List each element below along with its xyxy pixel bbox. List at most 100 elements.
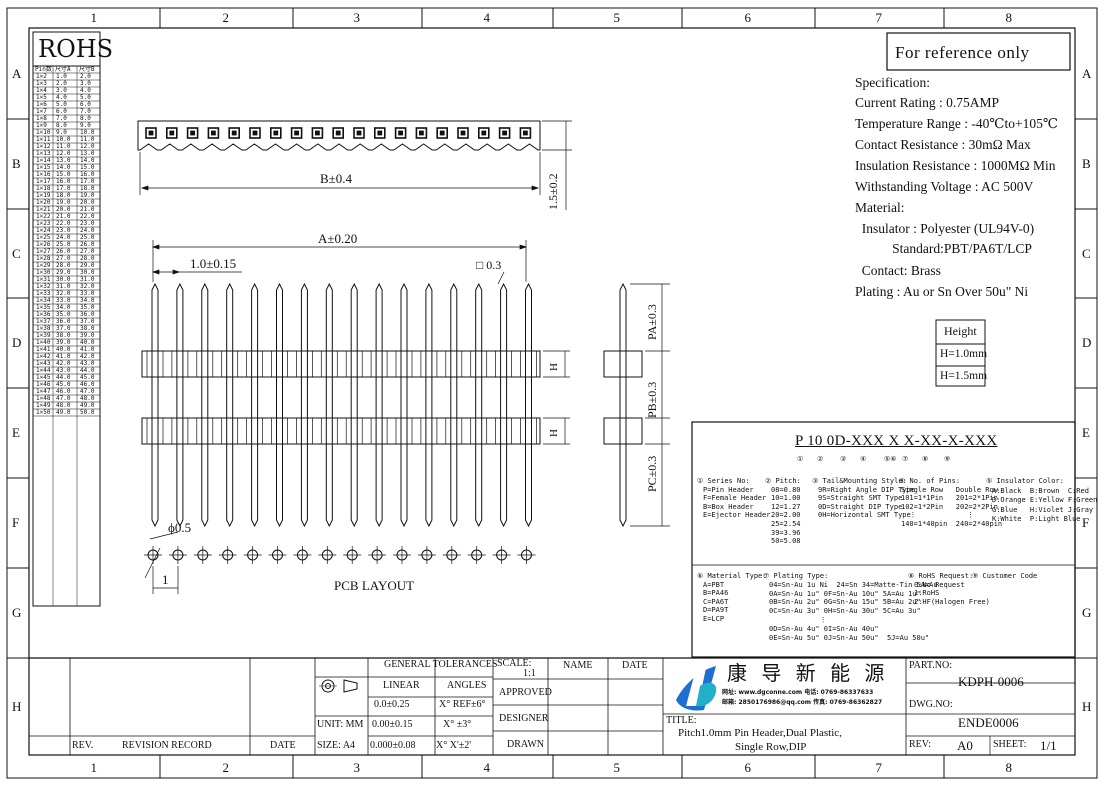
rohs-cell: 49.0: [80, 401, 95, 409]
rohs-cell: 34.0: [80, 296, 95, 304]
pin-post: [276, 282, 283, 528]
rohs-cell: 27.0: [80, 247, 95, 255]
rohs-cell: 1×34: [36, 296, 51, 304]
rohs-cell: 42.0: [80, 352, 95, 360]
rohs-cell: 50.0: [80, 408, 95, 416]
legend-insulator-item: K:White P:Light Blue: [992, 515, 1081, 523]
legend-material-item: B=PA46: [703, 589, 729, 598]
sheet-label: SHEET:: [993, 739, 1027, 750]
row-index-left: H: [12, 698, 22, 714]
tolerance-linear-3: 0.000±0.08: [370, 740, 416, 751]
rohs-cell: 1×27: [36, 247, 51, 255]
company-web: 网址: www.dgconne.com 电话: 0769-86337633: [722, 689, 874, 696]
rohs-cell: 1×15: [36, 163, 51, 171]
rohs-cell: 4.0: [80, 86, 91, 94]
rohs-cell: 45.0: [56, 380, 71, 388]
part-code-marker: ④: [860, 455, 867, 463]
legend-tail-item: 9R=Right Angle DIP Type: [818, 485, 915, 494]
legend-pins-item: ⋮ ⋮: [901, 511, 975, 520]
pin-post: [251, 282, 259, 528]
top-view-pin-hole: [398, 130, 404, 136]
company-mail: 邮箱: 2850176986@qq.com 传真: 0769-86362827: [722, 699, 883, 706]
legend-pins-item: 140=1*40pin 240=2*40pin: [901, 520, 1003, 528]
scale-label: SCALE:: [497, 658, 532, 669]
pin-post: [201, 282, 209, 528]
row-index-right: D: [1082, 335, 1092, 350]
height-row-2: H=1.5mm: [940, 370, 988, 382]
top-view-pin-square: [311, 127, 324, 139]
rohs-cell: 30.0: [80, 268, 95, 276]
rohs-cell: 19.0: [80, 191, 95, 199]
rohs-cell: 1×32: [36, 282, 51, 290]
rohs-cell: 1×13: [36, 149, 51, 157]
legend-series-item: E=Ejector Header: [703, 511, 771, 520]
legend-pins-title: ④ No. of Pins:: [899, 477, 961, 485]
top-view-pin-square: [207, 127, 220, 139]
rohs-cell: 1×33: [36, 289, 51, 297]
top-view-pin-square: [290, 127, 303, 139]
dwg-no-value: ENDE0006: [958, 715, 1019, 730]
column-index-top: 2: [222, 10, 230, 25]
rohs-cell: 18.0: [80, 184, 95, 192]
legend-plating-item: 0C=Sn-Au 3u" 0H=Sn-Au 30u" 5C=Au 3u": [769, 607, 921, 616]
rohs-cell: 24.0: [80, 226, 95, 234]
top-view-pin-square: [353, 127, 365, 139]
rohs-cell: 40.0: [56, 345, 71, 353]
height-row-1: H=1.0mm: [940, 348, 988, 360]
drawn-label: DRAWN: [507, 739, 544, 750]
title-line-1: Pitch1.0mm Pin Header,Dual Plastic,: [678, 727, 842, 739]
column-index-top: 7: [875, 10, 883, 25]
rohs-cell: 49.0: [56, 408, 71, 416]
rohs-cell: 33.0: [80, 289, 95, 297]
rohs-header: 尺寸B: [79, 66, 95, 73]
spec-line: Plating : Au or Sn Over 50u" Ni: [855, 284, 1029, 299]
spec-line: Insulation Resistance : 1000MΩ Min: [855, 158, 1056, 173]
rohs-cell: 1×21: [36, 205, 51, 213]
rohs-cell: 1×38: [36, 324, 51, 332]
rohs-cell: 1×5: [36, 93, 47, 101]
legend-pins-item: 101=1*1Pin 201=2*1Pin: [901, 494, 998, 503]
top-view-pin-hole: [252, 130, 258, 136]
rohs-cell: 1×31: [36, 275, 51, 283]
rohs-cell: 6.0: [80, 100, 91, 108]
rohs-cell: 1×19: [36, 191, 51, 199]
rohs-cell: 1×17: [36, 177, 51, 185]
legend-rohs-item: 1:RoHS: [914, 589, 940, 598]
dwg-no-label: DWG.NO:: [909, 699, 953, 710]
column-index-bottom: 8: [1005, 760, 1013, 775]
hole-leader: [149, 531, 179, 540]
spec-line: Material:: [855, 200, 905, 215]
a-arrow-left: [151, 244, 160, 250]
top-view-pin-hole: [377, 130, 383, 136]
rohs-cell: 20.0: [80, 198, 95, 206]
rohs-cell: 23.0: [56, 226, 71, 234]
rohs-cell: 37.0: [56, 324, 71, 332]
legend-tail-title: ③ Tail&Mounting Style:: [812, 477, 907, 485]
row-index-right: F: [1082, 515, 1090, 530]
rohs-cell: 11.0: [56, 142, 71, 150]
top-view-pin-hole: [169, 130, 175, 136]
top-view-pin-hole: [523, 130, 528, 136]
spec-line: Specification:: [855, 75, 930, 90]
column-index-bottom: 5: [613, 760, 621, 775]
legend-tail-item: 0H=Horizontal SMT Type: [818, 511, 911, 520]
rohs-cell: 48.0: [56, 401, 71, 409]
column-index-bottom: 7: [875, 760, 883, 775]
rohs-cell: 1×20: [36, 198, 51, 206]
rohs-cell: 27.0: [56, 254, 71, 262]
rohs-cell: 29.0: [80, 261, 95, 269]
part-no-label: PART.NO:: [909, 660, 953, 671]
name-header: NAME: [563, 660, 593, 671]
rohs-cell: 26.0: [56, 247, 71, 255]
legend-material-item: E=LCP: [703, 615, 725, 623]
column-index-bottom: 3: [353, 760, 361, 775]
rohs-cell: 1×23: [36, 219, 51, 227]
top-view-pin-hole: [418, 130, 424, 136]
legend-material-item: D=PA9T: [703, 606, 729, 615]
legend-material-item: A=PBT: [703, 580, 725, 589]
top-view-pin-square: [228, 127, 240, 139]
reference-note: For reference only: [895, 43, 1030, 62]
rohs-cell: 1×9: [36, 121, 47, 129]
rohs-cell: 13.0: [80, 149, 95, 157]
a-arrow-right: [519, 244, 528, 250]
